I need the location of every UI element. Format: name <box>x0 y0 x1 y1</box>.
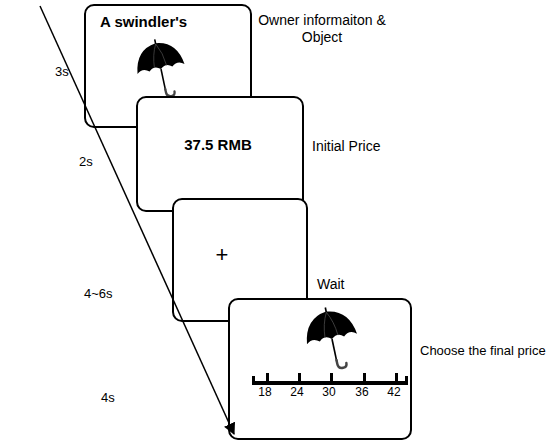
screen-text: 42 <box>382 386 406 400</box>
screen-text: 24 <box>285 386 309 400</box>
duration-label: 4s <box>101 390 131 406</box>
screen-caption: Owner informaiton & Object <box>258 12 386 46</box>
screen-text: 18 <box>253 386 277 400</box>
screen-text: 30 <box>317 386 341 400</box>
screen-frame: 18 24 30 36 42 <box>228 298 412 440</box>
duration-label: 3s <box>55 64 85 80</box>
screen-caption: Initial Price <box>312 138 412 155</box>
umbrella-shape <box>131 34 190 102</box>
price-scale <box>250 370 410 388</box>
scale-tick <box>363 373 366 383</box>
screen-heading: A swindler's <box>100 13 240 30</box>
umbrella-shape <box>300 302 363 374</box>
duration-label: 2s <box>79 154 109 170</box>
scale-tick <box>330 373 333 383</box>
screen-frame: 37.5 RMB <box>136 96 304 212</box>
scale-tick <box>266 373 269 383</box>
screen-text: + <box>202 242 242 267</box>
screen-caption: Choose the final price <box>420 343 554 359</box>
umbrella-illustration <box>132 38 190 100</box>
scale-end <box>252 376 255 385</box>
screen-heading: 37.5 RMB <box>158 136 278 153</box>
duration-label: 4~6s <box>84 286 134 302</box>
screen-caption: Wait <box>317 276 377 293</box>
scale-tick <box>395 373 398 383</box>
scale-tick <box>298 373 301 383</box>
umbrella-illustration <box>302 306 362 372</box>
scale-end <box>405 376 408 385</box>
screen-text: 36 <box>350 386 374 400</box>
